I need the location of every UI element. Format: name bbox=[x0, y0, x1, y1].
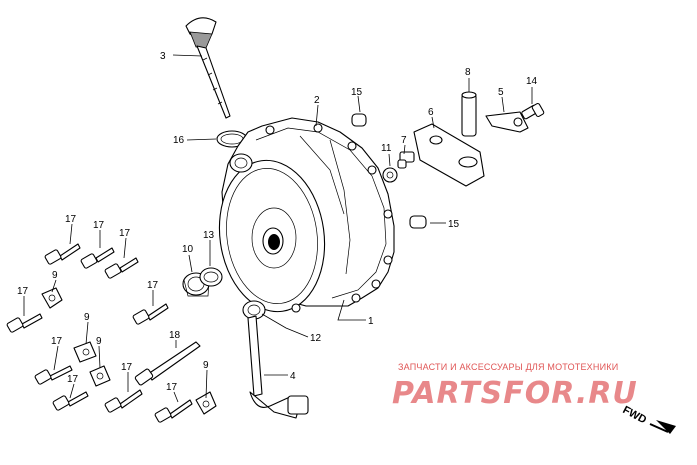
label-11: 11 bbox=[381, 143, 392, 154]
label-8: 8 bbox=[465, 67, 471, 78]
label-17-d: 17 bbox=[17, 286, 29, 297]
label-17-g: 17 bbox=[67, 374, 79, 385]
shaft-part-4 bbox=[247, 315, 309, 419]
label-7: 7 bbox=[401, 135, 407, 146]
label-14: 14 bbox=[526, 76, 538, 87]
bracket-plate-part-6 bbox=[413, 123, 485, 187]
watermark-caption: ЗАПЧАСТИ И АКСЕССУАРЫ ДЛЯ МОТОТЕХНИКИ bbox=[398, 362, 619, 372]
watermark-logo: PARTSFOR.RU bbox=[392, 376, 638, 411]
dowel-pin-part-15-lower bbox=[409, 215, 427, 229]
leader-lines bbox=[23, 54, 533, 403]
ring-part-13 bbox=[199, 267, 223, 287]
label-17-c: 17 bbox=[119, 228, 131, 239]
label-16: 16 bbox=[173, 135, 185, 146]
label-10: 10 bbox=[182, 244, 194, 255]
bolt-part-7 bbox=[397, 151, 415, 169]
dowel-pin-part-15-upper bbox=[351, 113, 367, 127]
label-17-i: 17 bbox=[166, 382, 178, 393]
bolt-part-14 bbox=[521, 102, 545, 120]
label-5: 5 bbox=[498, 87, 504, 98]
label-6: 6 bbox=[428, 107, 434, 118]
label-15-upper: 15 bbox=[351, 87, 363, 98]
label-12: 12 bbox=[310, 333, 322, 344]
label-17-h: 17 bbox=[121, 362, 133, 373]
label-17-f: 17 bbox=[51, 336, 63, 347]
label-3: 3 bbox=[160, 51, 166, 62]
label-4: 4 bbox=[290, 371, 296, 382]
clamp-part-5 bbox=[485, 111, 529, 133]
label-9-c: 9 bbox=[96, 336, 102, 347]
label-18: 18 bbox=[169, 330, 181, 341]
part-number-labels: 3 2 15 8 5 14 6 16 7 11 15 10 13 17 17 1… bbox=[17, 51, 538, 393]
clamp-part-9-group bbox=[41, 287, 217, 415]
label-1: 1 bbox=[368, 316, 374, 327]
bolt-part-17-group bbox=[6, 243, 193, 423]
label-13: 13 bbox=[203, 230, 215, 241]
oil-seal-part-12 bbox=[242, 300, 266, 320]
pin-part-8 bbox=[461, 91, 477, 137]
label-17-b: 17 bbox=[93, 220, 105, 231]
label-2: 2 bbox=[314, 95, 320, 106]
label-15-lower: 15 bbox=[448, 219, 460, 230]
label-9-d: 9 bbox=[203, 360, 209, 371]
long-bolt-part-18 bbox=[134, 341, 201, 386]
crankcase-cover-part-1 bbox=[218, 117, 395, 313]
dipstick-part-3 bbox=[185, 17, 231, 119]
label-9-a: 9 bbox=[52, 270, 58, 281]
label-17-a: 17 bbox=[65, 214, 77, 225]
label-9-b: 9 bbox=[84, 312, 90, 323]
nut-part-11 bbox=[382, 167, 398, 183]
arrow-head-icon bbox=[656, 420, 676, 434]
label-17-e: 17 bbox=[147, 280, 159, 291]
